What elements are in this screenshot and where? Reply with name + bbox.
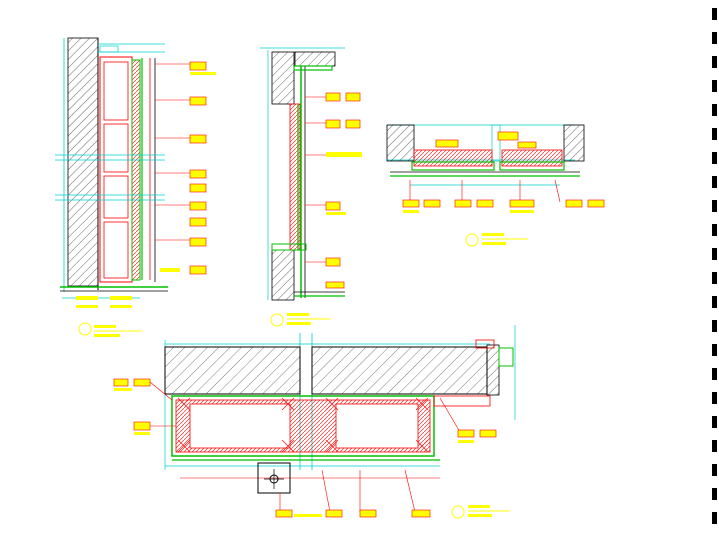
left-wall-hatch — [67, 37, 99, 287]
upper-right-detail-view — [386, 124, 605, 247]
middle-section-title — [270, 313, 330, 327]
sheet-edge-marks — [712, 0, 719, 533]
upper-right-labels — [402, 179, 605, 213]
left-section-labels — [155, 61, 216, 275]
left-section-title — [78, 322, 142, 337]
middle-section-labels — [305, 92, 362, 289]
middle-section-view — [260, 47, 362, 327]
bottom-plan-view — [113, 325, 516, 519]
bottom-plan-labels — [113, 378, 497, 518]
upper-right-title — [465, 233, 528, 247]
bottom-plan-title — [451, 505, 510, 519]
left-section-view — [55, 37, 216, 337]
